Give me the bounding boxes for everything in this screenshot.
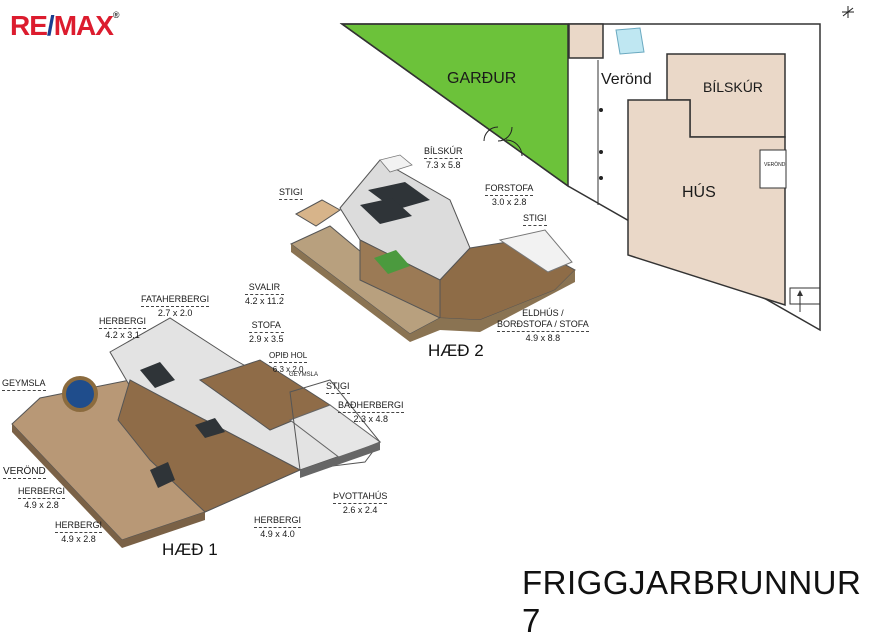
plan-graphics: [11, 6, 854, 548]
room-geymsla: GEYMSLA: [2, 378, 46, 392]
site-label-verond-small: VERÖND: [764, 162, 786, 168]
room-stigi-h1: STIGI: [326, 381, 350, 395]
site-outline: [339, 23, 821, 332]
floorplan-sheet: RE/MAX® GARÐUR Verönd BÍLSKÚR HÚS VERÖND…: [2, 6, 861, 639]
remax-logo: RE/MAX®: [10, 10, 120, 41]
room-verond: VERÖND: [3, 466, 46, 479]
site-label-gardur: GARÐUR: [447, 70, 517, 87]
room-geymsla-small: GEYMSLA: [289, 372, 319, 378]
compass-icon: [842, 6, 854, 18]
property-address: FRIGGJARBRUNNUR 7: [522, 564, 862, 639]
site-small-box: [568, 23, 604, 59]
site-label-hus: HÚS: [682, 184, 716, 201]
site-plan: [339, 6, 854, 332]
site-label-verond: Verönd: [601, 71, 652, 88]
garden-door-2: [505, 139, 523, 157]
floor1-3d: [11, 317, 382, 548]
floor-label-h1: HÆÐ 1: [162, 540, 218, 559]
small-terrace-box: [759, 149, 787, 189]
house-footprint: [627, 99, 786, 307]
pool-icon: [615, 27, 645, 55]
floor-label-h2: HÆÐ 2: [428, 341, 484, 360]
floor2-3d: [290, 154, 576, 342]
hot-tub-icon: [62, 376, 98, 412]
garden-door: [483, 126, 513, 142]
room-stigi-h2-left: STIGI: [279, 187, 303, 201]
room-stigi-h2-right: STIGI: [523, 213, 547, 227]
site-label-bilskur: BÍLSKÚR: [703, 79, 763, 95]
